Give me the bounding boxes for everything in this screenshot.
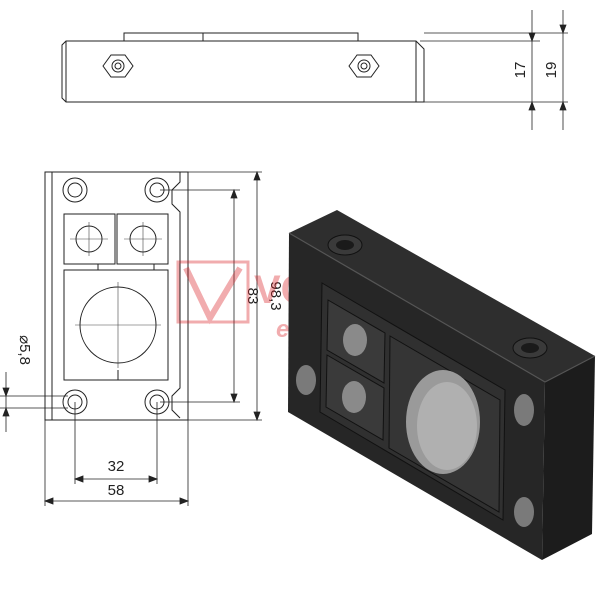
iso-insert-small-top-hole — [343, 324, 367, 356]
dim-label-hole-diameter: ⌀5,8 — [16, 335, 33, 365]
hex-nut-left — [102, 54, 134, 78]
watermark-logo-v — [183, 266, 243, 325]
iso-screw-left — [327, 234, 363, 256]
front-view-inner-frame — [51, 172, 181, 420]
dim-label-58: 58 — [108, 482, 125, 499]
iso-hole-front-right-bottom — [514, 497, 534, 527]
iso-hole-front-left — [296, 365, 316, 395]
insert-large — [63, 269, 169, 381]
side-view — [61, 32, 425, 103]
insert-small-right — [116, 213, 169, 265]
dim-height — [420, 10, 568, 130]
side-view-insert-top — [123, 32, 359, 42]
front-view-outline — [44, 171, 189, 421]
dim-label-83: 83 — [244, 288, 261, 305]
side-view-outline — [61, 40, 425, 103]
front-view — [44, 171, 189, 421]
corner-hole-top-left — [62, 177, 88, 203]
iso-top-face — [289, 210, 595, 382]
dim-label-19: 19 — [543, 62, 560, 79]
insert-small-left — [63, 213, 116, 265]
iso-right-face — [542, 356, 595, 560]
watermark-logo-box — [176, 260, 250, 324]
dim-front-lengths — [0, 170, 262, 506]
dim-label-98-3: 98,3 — [267, 281, 284, 310]
isometric-view — [288, 210, 596, 560]
iso-hole-front-right-top — [514, 394, 534, 426]
dim-label-32: 32 — [108, 458, 125, 475]
dim-label-17: 17 — [512, 62, 529, 79]
iso-screw-right — [512, 337, 548, 359]
hex-nut-right — [348, 54, 380, 78]
center-lines — [70, 222, 162, 368]
iso-insert-small-bottom-hole — [342, 381, 366, 413]
